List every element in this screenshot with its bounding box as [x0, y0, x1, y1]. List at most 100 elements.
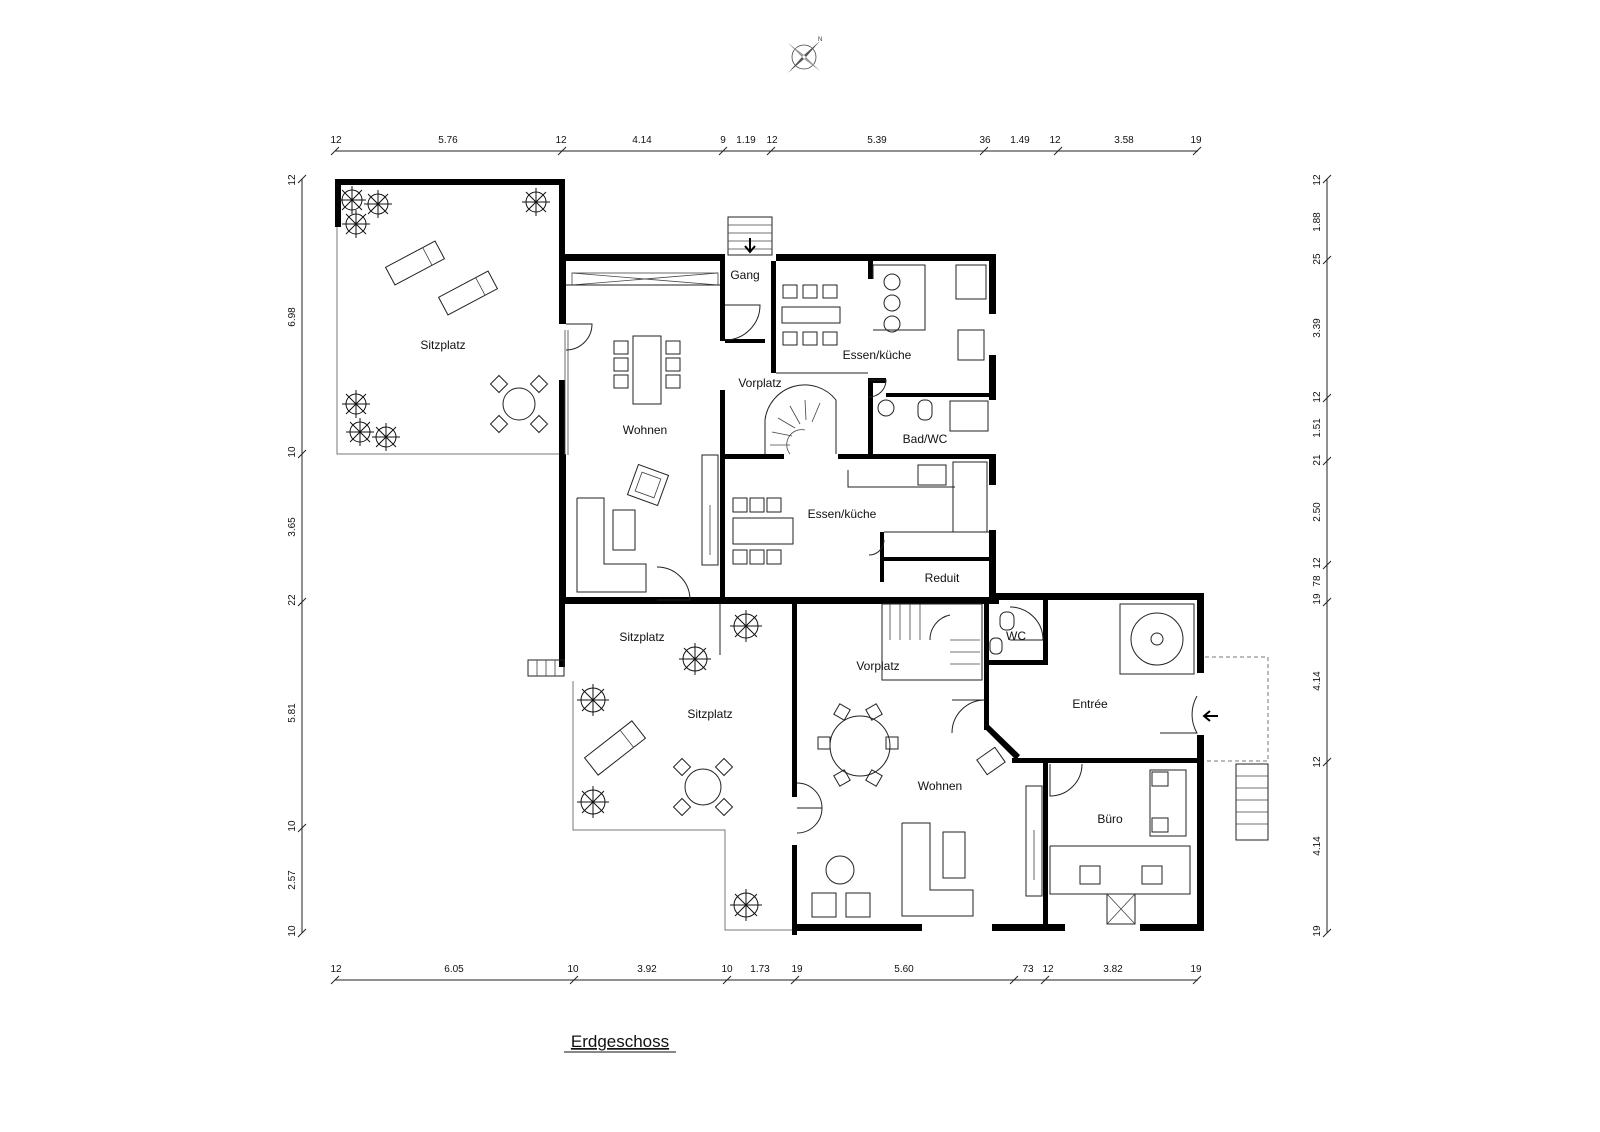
furniture [384, 240, 1169, 918]
dim-right-label: 1.51 [1312, 418, 1323, 438]
dim-bottom-label: 3.92 [637, 964, 657, 975]
dim-right-label: 4.14 [1312, 671, 1323, 691]
room-label-reduit: Reduit [925, 571, 960, 585]
dining-table-icon [781, 273, 901, 346]
room-label-wohnen: Wohnen [623, 423, 667, 437]
terrace-outlines [336, 181, 1269, 931]
dim-right-label: 12 [1312, 391, 1323, 403]
dim-right-label: 12 [1312, 174, 1323, 186]
dim-top-label: 1.49 [1010, 135, 1030, 146]
dim-right-label: 3.39 [1312, 318, 1323, 338]
dim-bottom-label: 73 [1022, 964, 1034, 975]
plant-icon [730, 889, 762, 921]
chair-icon [1079, 865, 1101, 885]
dim-top-label: 12 [1049, 135, 1061, 146]
dim-top-label: 5.39 [867, 135, 887, 146]
dim-top-label: 5.76 [438, 135, 458, 146]
plant-icon [364, 190, 392, 218]
dim-right-label: 25 [1312, 253, 1323, 265]
room-label-wohnen: Wohnen [918, 779, 962, 793]
chair-icon [1151, 817, 1169, 833]
chair-icon [976, 746, 1006, 776]
armchair-icon [811, 892, 837, 918]
dim-right-label: 2.50 [1312, 502, 1323, 522]
room-label-sitzplatz: Sitzplatz [619, 630, 664, 644]
room-label-vorplatz: Vorplatz [738, 376, 781, 390]
toilet-icon [917, 399, 933, 421]
doors [565, 238, 1218, 834]
dim-left-label: 3.65 [287, 517, 298, 537]
dimension-ticks [297, 146, 1332, 985]
side-table-icon [825, 855, 855, 885]
plants [338, 186, 762, 921]
dimension-lines [301, 150, 1328, 981]
lounger-icon [384, 240, 446, 286]
dim-top-label: 12 [330, 135, 342, 146]
room-label-bad-wc: Bad/WC [903, 432, 948, 446]
plant-icon [346, 418, 374, 446]
room-label-sitzplatz: Sitzplatz [420, 338, 465, 352]
dim-bottom-label: 5.60 [894, 964, 914, 975]
dim-top-label: 1.19 [736, 135, 756, 146]
room-label-sitzplatz: Sitzplatz [687, 707, 732, 721]
room-labels: Sitzplatz Wohnen Gang Vorplatz Essen/küc… [420, 268, 1123, 826]
plant-icon [342, 210, 370, 238]
dim-bottom-label: 10 [567, 964, 579, 975]
room-label-vorplatz: Vorplatz [856, 659, 899, 673]
dim-left-label: 10 [287, 446, 298, 458]
sink-icon [877, 399, 895, 417]
dim-left-label: 10 [287, 925, 298, 937]
armchair-icon [626, 463, 670, 507]
plant-icon [730, 610, 762, 642]
room-label-gang: Gang [730, 268, 759, 282]
room-label-buero: Büro [1097, 812, 1123, 826]
dim-top-label: 12 [766, 135, 778, 146]
room-label-essen-kueche: Essen/küche [843, 348, 912, 362]
plant-icon [577, 684, 609, 716]
dim-right-label: 21 [1312, 454, 1323, 466]
plan-title: Erdgeschoss [571, 1032, 669, 1051]
dim-bottom-label: 6.05 [444, 964, 464, 975]
lounger-icon [583, 720, 647, 776]
dim-left-label: 22 [287, 594, 298, 606]
room-label-essen-kueche: Essen/küche [808, 507, 877, 521]
chair-icon [1141, 865, 1163, 885]
dimension-labels-top: 12 5.76 12 4.14 9 1.19 12 5.39 36 1.49 1… [330, 135, 1202, 146]
dim-right-label: 4.14 [1312, 836, 1323, 856]
plant-icon [679, 643, 711, 675]
dining-table-icon [732, 497, 794, 565]
dim-top-label: 9 [720, 135, 726, 146]
svg-text:N: N [818, 37, 822, 43]
detail-lines [527, 216, 1269, 925]
round-table-icon [489, 374, 549, 434]
stair-arrow-icon [744, 238, 756, 254]
sofa-icon [576, 497, 647, 593]
dim-bottom-label: 19 [1190, 964, 1202, 975]
dim-top-label: 19 [1190, 135, 1202, 146]
dim-bottom-label: 12 [1042, 964, 1054, 975]
sofa-icon [901, 822, 974, 917]
dim-bottom-label: 3.82 [1103, 964, 1123, 975]
dining-table-icon [613, 335, 681, 405]
dim-top-label: 3.58 [1114, 135, 1134, 146]
dim-right-label: 1.88 [1312, 212, 1323, 232]
dim-left-label: 12 [287, 174, 298, 186]
dim-right-label: 19 [1312, 925, 1323, 937]
walls [335, 179, 1204, 935]
dim-top-label: 12 [555, 135, 567, 146]
dim-top-label: 36 [979, 135, 991, 146]
plant-icon [522, 188, 550, 216]
round-table-icon [672, 757, 734, 817]
dim-left-label: 6.98 [287, 307, 298, 327]
dim-bottom-label: 1.73 [750, 964, 770, 975]
dim-right-label: 19 [1312, 593, 1323, 605]
plant-icon [342, 390, 370, 418]
dim-left-label: 10 [287, 820, 298, 832]
sink-icon [989, 637, 1003, 655]
dim-left-label: 2.57 [287, 870, 298, 890]
entrance-arrow-icon [1202, 710, 1218, 722]
dimension-labels-bottom: 12 6.05 10 3.92 10 1.73 19 5.60 73 12 3.… [330, 964, 1202, 975]
dim-top-label: 4.14 [632, 135, 652, 146]
room-label-wc: WC [1006, 629, 1026, 643]
dim-right-label: 12 [1312, 557, 1323, 569]
